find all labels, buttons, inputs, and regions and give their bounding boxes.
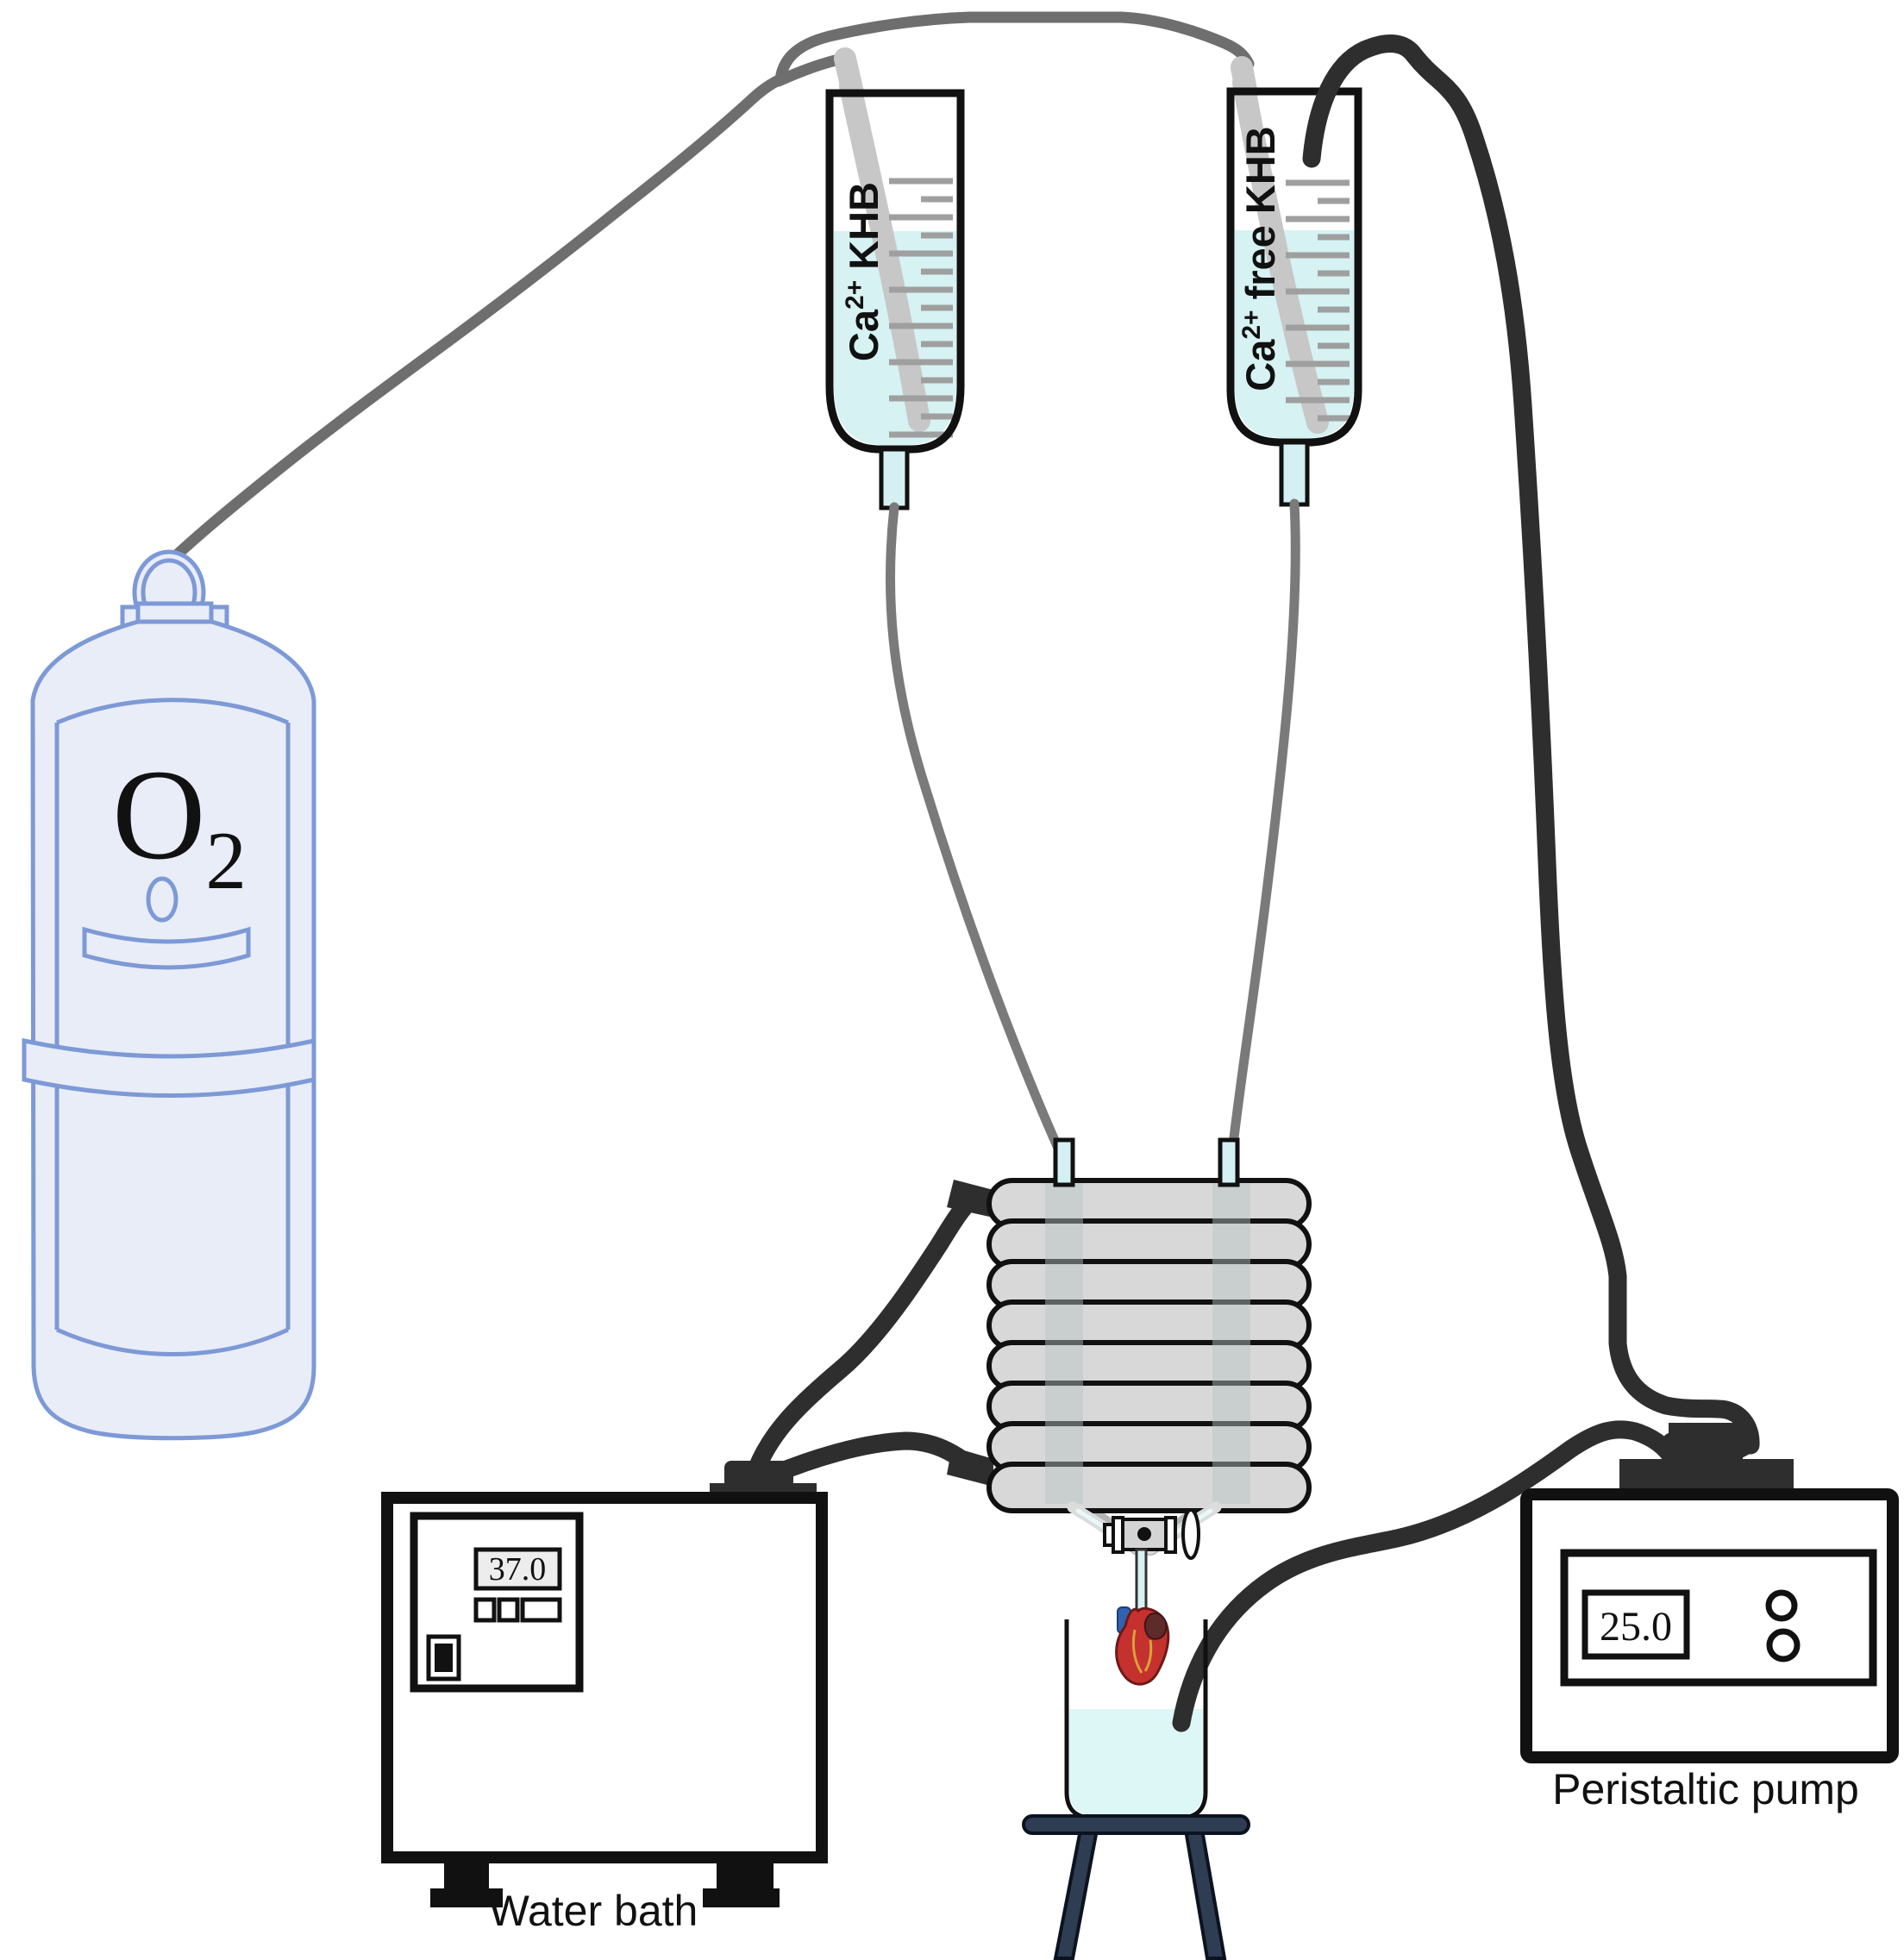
- o2-inner-cylinder-bottom: [55, 1327, 290, 1356]
- heat-exchanger-coil: [986, 1137, 1312, 1556]
- coil-turn-8: [986, 1462, 1312, 1513]
- coil-port-upper: [947, 1180, 993, 1218]
- water-bath-button-3[interactable]: [520, 1597, 562, 1623]
- perfusion-line-1: [885, 502, 1068, 1165]
- water-bath-tube-lower: [760, 1431, 982, 1486]
- reservoir1-nozzle: [879, 447, 910, 510]
- o2-label: O2: [112, 743, 247, 906]
- stopcock-bore: [1137, 1527, 1151, 1541]
- stopcock-right-flange: [1164, 1516, 1177, 1554]
- stopcock-valve: [1103, 1508, 1200, 1612]
- water-bath-foot-right-pad: [703, 1888, 780, 1907]
- gas-line-top-run: [774, 11, 1255, 85]
- reservoir2-gas-tube: [1232, 72, 1329, 434]
- reservoir1-label: Ca2+KHB: [841, 182, 886, 361]
- pump-knob-upper[interactable]: [1765, 1589, 1798, 1622]
- beaker-liquid: [1069, 1709, 1203, 1815]
- stand-top-bar: [1022, 1814, 1250, 1835]
- lab-stand: [1022, 1814, 1250, 1960]
- water-bath-foot-right: [717, 1857, 774, 1888]
- aortic-cannula: [1135, 1548, 1148, 1612]
- coil-inner-tube-1: [1045, 1183, 1083, 1504]
- water-bath-button-1[interactable]: [473, 1597, 497, 1623]
- stand-left-leg: [1053, 1828, 1099, 1960]
- water-bath-power-switch-toggle: [435, 1644, 453, 1672]
- o2-body: [30, 619, 316, 1441]
- pump-knob-lower[interactable]: [1766, 1628, 1801, 1663]
- water-bath-foot-left: [444, 1857, 489, 1888]
- water-bath: 37.0 Water bath: [381, 1461, 828, 1935]
- o2-band: [22, 1037, 316, 1098]
- reservoir1-gas-tube: [839, 75, 930, 432]
- water-bath-button-2[interactable]: [497, 1597, 520, 1623]
- coil-inner-tube-2: [1212, 1183, 1250, 1504]
- perfusion-line-2: [1226, 498, 1300, 1165]
- stopcock-handle: [1181, 1508, 1200, 1560]
- stand-right-leg: [1183, 1828, 1227, 1960]
- water-bath-display-value: 37.0: [489, 1551, 547, 1587]
- heart: [1115, 1606, 1170, 1686]
- pump-display-value: 25.0: [1600, 1604, 1672, 1650]
- water-bath-label: Water bath: [489, 1887, 698, 1935]
- oxygen-gas-line: [163, 11, 1255, 568]
- o2-gauge-oval: [146, 876, 178, 923]
- pump-head-tube-loop: [1662, 1432, 1753, 1466]
- water-bath-foot-left-pad: [430, 1888, 503, 1907]
- water-bath-tube-upper: [748, 1191, 980, 1477]
- reservoir-ca-free-khb: Ca2+free KHB: [1226, 72, 1362, 507]
- pump-display: [1581, 1589, 1690, 1660]
- o2-cylinder: O2: [22, 549, 316, 1441]
- reservoir2-label: Ca2+free KHB: [1237, 126, 1283, 391]
- beaker-to-pump-tube: [1172, 1420, 1686, 1732]
- reservoir1-outline: [825, 89, 965, 454]
- heart-atrium: [1143, 1612, 1168, 1640]
- heart-vessel-detail: [1131, 1629, 1153, 1674]
- coil-inlet-2: [1218, 1137, 1240, 1187]
- water-bath-display: [473, 1547, 562, 1591]
- pump-to-reservoir-tube: [1302, 34, 1760, 1455]
- coil-inlet-1: [1053, 1137, 1075, 1187]
- water-bath-hose-fitting: [724, 1461, 793, 1488]
- o2-inner-cylinder-top: [56, 698, 289, 725]
- pump-label: Peristaltic pump: [1552, 1765, 1859, 1813]
- gas-line-main: [163, 73, 786, 568]
- reservoir2-nozzle: [1279, 440, 1310, 507]
- o2-label-plate: [82, 926, 251, 970]
- coil-port-lower: [947, 1447, 993, 1487]
- peristaltic-pump: 25.0 Peristaltic pump: [1520, 1423, 1899, 1813]
- water-bath-tubing: [748, 1180, 993, 1487]
- reservoir-ca-khb: Ca2+KHB: [825, 75, 965, 510]
